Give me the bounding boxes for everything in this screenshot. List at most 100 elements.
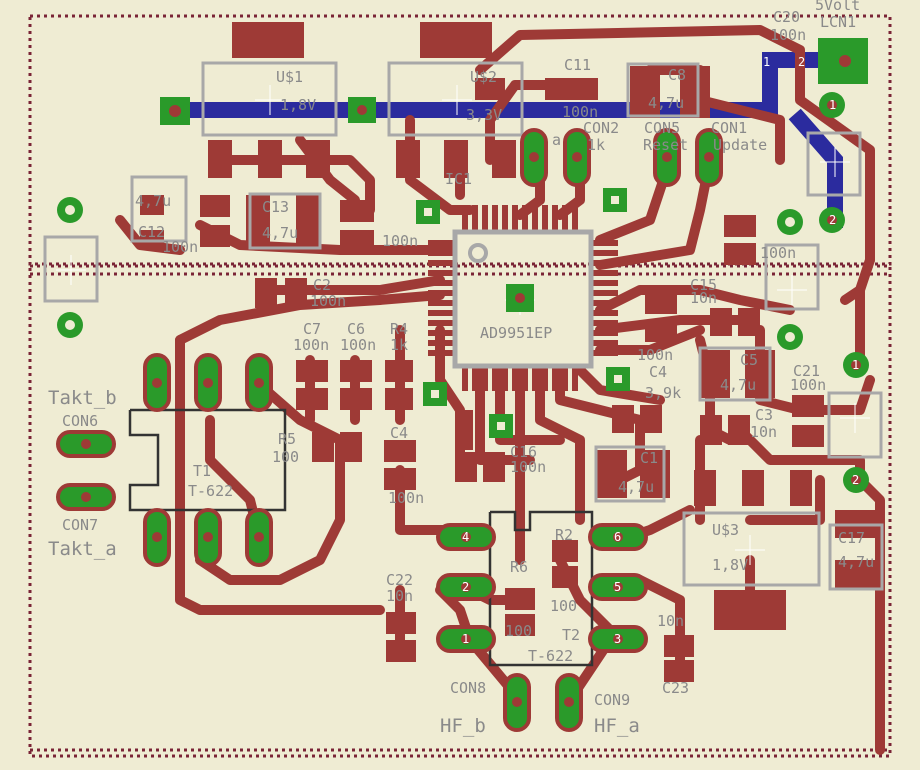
label-c2-value: 100n bbox=[310, 292, 346, 310]
transformer-outlines bbox=[128, 408, 594, 667]
pad-number: 1 bbox=[462, 632, 469, 646]
pad-number: 2 bbox=[798, 55, 805, 69]
label-c2: C2 bbox=[313, 276, 331, 294]
label-con8: CON8 bbox=[450, 679, 486, 697]
pad-number: 2 bbox=[852, 473, 859, 487]
copper-pours bbox=[208, 22, 812, 630]
label-c1-value: 4,7u bbox=[618, 478, 654, 496]
label-c17: C17 bbox=[838, 529, 865, 547]
pad-number: 5 bbox=[614, 580, 621, 594]
label-t2-value: T-622 bbox=[528, 647, 573, 665]
pad-numbers: 1 2 1 2 1 2 4 2 1 6 5 3 bbox=[462, 55, 859, 646]
label-c15-value: 10n bbox=[690, 289, 717, 307]
label-r4-value: 1k bbox=[390, 336, 408, 354]
label-lcn1: LCN1 bbox=[820, 13, 856, 31]
label-r4: R4 bbox=[390, 320, 408, 338]
label-t1-value: T-622 bbox=[188, 482, 233, 500]
label-c3-value: 10n bbox=[750, 423, 777, 441]
label-r1-value: 1k bbox=[587, 136, 605, 154]
label-u3-value: 1,8V bbox=[712, 556, 748, 574]
label-ic-value: AD9951EP bbox=[480, 324, 552, 342]
pad-number: 1 bbox=[852, 358, 859, 372]
label-c11-value: 100n bbox=[562, 103, 598, 121]
label-u3: U$3 bbox=[712, 521, 739, 539]
label-c10-value: 100n bbox=[162, 238, 198, 256]
label-c20: C20 bbox=[773, 8, 800, 26]
pad-number: 2 bbox=[829, 213, 836, 227]
label-con5: CON5 bbox=[644, 119, 680, 137]
label-c23: C23 bbox=[662, 679, 689, 697]
label-c15: C15 bbox=[690, 276, 717, 294]
label-r5: R5 bbox=[278, 430, 296, 448]
label-c4: C4 bbox=[649, 363, 667, 381]
labels: 5Volt LCN1 C20 100n U$1 1,8V U$2 3,3V U$… bbox=[48, 0, 874, 737]
label-r2-value: 100 bbox=[550, 597, 577, 615]
label-con1: CON1 bbox=[711, 119, 747, 137]
label-c21: C21 bbox=[793, 362, 820, 380]
board-outline bbox=[28, 14, 892, 758]
smd-pads bbox=[140, 66, 875, 682]
pad-number: 1 bbox=[763, 55, 770, 69]
pad-number: 6 bbox=[614, 530, 621, 544]
label-con1-note: Update bbox=[713, 136, 767, 154]
label-takt-a: Takt_a bbox=[48, 538, 117, 560]
label-c1: C1 bbox=[640, 449, 658, 467]
label-c22: C22 bbox=[386, 571, 413, 589]
label-c17-value: 4,7u bbox=[838, 553, 874, 571]
pad-number: 4 bbox=[462, 530, 469, 544]
label-con7: CON7 bbox=[62, 516, 98, 534]
label-c6-value: 100n bbox=[340, 336, 376, 354]
label-r5-value: 100 bbox=[272, 448, 299, 466]
label-t2: T2 bbox=[562, 626, 580, 644]
label-c23-value: 10n bbox=[657, 612, 684, 630]
label-r2: R2 bbox=[555, 526, 573, 544]
pad-number: 2 bbox=[462, 580, 469, 594]
label-con6: CON6 bbox=[62, 412, 98, 430]
label-con5-note: Reset bbox=[643, 136, 688, 154]
label-c7: C7 bbox=[303, 320, 321, 338]
label-con2: CON2 bbox=[583, 119, 619, 137]
label-t1: T1 bbox=[193, 462, 211, 480]
pad-number: 3 bbox=[614, 632, 621, 646]
label-c5: C5 bbox=[740, 351, 758, 369]
label-c12-value: 4,7u bbox=[135, 192, 171, 210]
label-r6-value: 100 bbox=[505, 622, 532, 640]
through-hole-pads bbox=[56, 38, 869, 732]
silkscreen-outlines bbox=[43, 61, 884, 591]
label-c16-value: 100n bbox=[510, 458, 546, 476]
label-c13: C13 bbox=[262, 198, 289, 216]
label-c20-right: 100n bbox=[760, 244, 796, 262]
label-u1-value: 1,8V bbox=[280, 96, 316, 114]
label-c14-value: 100n bbox=[382, 232, 418, 250]
label-r3: 3,9k bbox=[645, 384, 681, 402]
label-hf-b: HF_b bbox=[440, 715, 486, 737]
label-c21-value: 100n bbox=[790, 376, 826, 394]
label-r6: R6 bbox=[510, 558, 528, 576]
label-u2: U$2 bbox=[470, 68, 497, 86]
label-c11: C11 bbox=[564, 56, 591, 74]
label-u2-value: 3,3V bbox=[466, 106, 502, 124]
label-c8: C8 bbox=[668, 66, 686, 84]
label-hf-a: HF_a bbox=[594, 715, 640, 737]
label-c4-left: C4 bbox=[390, 424, 408, 442]
label-c6: C6 bbox=[347, 320, 365, 338]
label-5volt: 5Volt bbox=[815, 0, 860, 14]
label-c7-value: 100n bbox=[293, 336, 329, 354]
label-c13-value: 4,7u bbox=[262, 224, 298, 242]
label-u1: U$1 bbox=[276, 68, 303, 86]
label-a: a bbox=[552, 131, 561, 149]
label-c16: C16 bbox=[510, 443, 537, 461]
label-ic1: IC1 bbox=[445, 170, 472, 188]
label-c3: C3 bbox=[755, 406, 773, 424]
label-c4-left-value: 100n bbox=[388, 489, 424, 507]
label-c12: C12 bbox=[138, 223, 165, 241]
label-con9: CON9 bbox=[594, 691, 630, 709]
ic-ad9951 bbox=[428, 205, 618, 391]
label-c8-value: 4,7u bbox=[648, 94, 684, 112]
label-takt-b: Takt_b bbox=[48, 387, 117, 409]
label-c22-value: 10n bbox=[386, 587, 413, 605]
label-r3-value: 100n bbox=[637, 346, 673, 364]
label-c5-value: 4,7u bbox=[720, 376, 756, 394]
label-c20-value: 100n bbox=[770, 26, 806, 44]
